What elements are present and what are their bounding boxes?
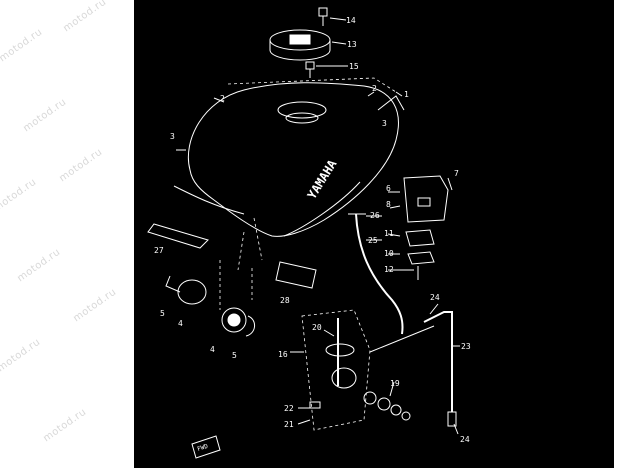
callout-number: 2: [220, 94, 225, 103]
watermark-text: motod.ru: [21, 96, 69, 135]
tank-logo: YAMAHA: [305, 157, 340, 202]
watermark-text: motod.ru: [61, 0, 109, 35]
callout-number: 6: [386, 184, 391, 193]
callout-number: 4: [210, 345, 215, 354]
callout-number: 2: [372, 84, 377, 93]
callout-number: 24: [430, 293, 440, 302]
callout-number: 14: [346, 16, 356, 25]
filler-cap-plate: [269, 29, 331, 61]
watermark-text: motod.ru: [0, 26, 45, 65]
direction-badge-text: FWD: [196, 443, 209, 453]
callout-number: 12: [384, 265, 394, 274]
callout-number: 24: [460, 435, 470, 444]
callout-number: 3: [170, 132, 175, 141]
callout-number: 20: [312, 323, 322, 332]
watermark-text: motod.ru: [0, 336, 43, 375]
watermark-text: motod.ru: [15, 246, 63, 285]
watermark-text: motod.ru: [0, 176, 39, 215]
mounting-bracket: [403, 175, 449, 280]
tank-bolt: [305, 61, 315, 78]
watermark-text: motod.ru: [57, 146, 105, 185]
callout-number: 27: [154, 246, 164, 255]
leader-lines: [176, 17, 460, 435]
fuel-cock-assembly: [301, 309, 411, 431]
callout-number: 23: [461, 342, 471, 351]
callout-number: 26: [370, 211, 380, 220]
callout-number: 5: [232, 351, 237, 360]
callout-number: 19: [390, 379, 400, 388]
fuel-tank-exploded-diagram: YAMAHA: [147, 7, 471, 459]
callout-number: 16: [278, 350, 288, 359]
watermark-text: motod.ru: [71, 286, 119, 325]
filler-bolt: [318, 7, 328, 26]
callout-number: 11: [384, 229, 394, 238]
drain-fitting: [165, 275, 255, 337]
callout-number: 28: [280, 296, 290, 305]
callout-labels: 14 13 15 1 2 3 3 2 7 6 8 11 10 12 26 25 …: [154, 16, 471, 444]
watermark-text: motod.ru: [41, 406, 89, 445]
exploded-view-panel: YAMAHA: [134, 0, 614, 468]
callout-number: 3: [382, 119, 387, 128]
callout-number: 5: [160, 309, 165, 318]
callout-number: 4: [178, 319, 183, 328]
left-margin: motod.ru motod.ru motod.ru motod.ru moto…: [0, 0, 134, 468]
rubber-damper: [275, 261, 317, 289]
callout-number: 8: [386, 200, 391, 209]
callout-number: 1: [404, 90, 409, 99]
rubber-pad: [147, 223, 209, 249]
callout-number: 21: [284, 420, 294, 429]
callout-number: 13: [347, 40, 357, 49]
right-margin: [614, 0, 625, 468]
callout-number: 22: [284, 404, 294, 413]
callout-number: 10: [384, 249, 394, 258]
callout-number: 7: [454, 169, 459, 178]
direction-badge: FWD: [191, 435, 221, 459]
callout-number: 25: [368, 236, 378, 245]
callout-number: 15: [349, 62, 359, 71]
overflow-tube: [369, 311, 457, 427]
